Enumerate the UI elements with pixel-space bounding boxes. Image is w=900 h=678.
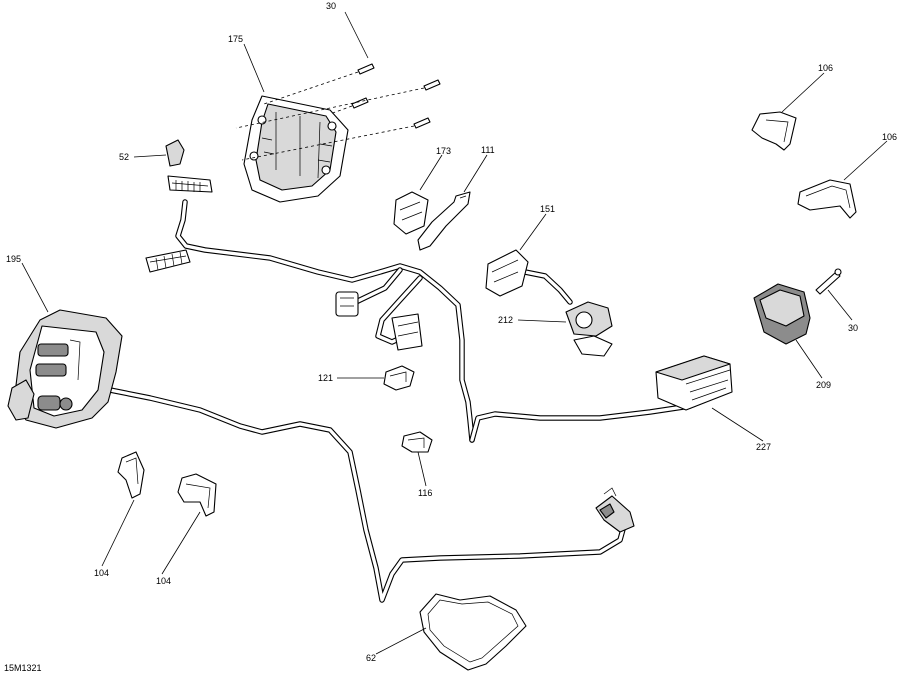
- harness-end-connector: [595, 487, 635, 533]
- callout-173: 173: [436, 146, 451, 156]
- guard-106-upper: [751, 111, 797, 151]
- callout-195: 195: [6, 254, 21, 264]
- switch-housing-195: [7, 309, 123, 429]
- callout-62: 62: [366, 653, 376, 663]
- pin-30: [815, 268, 842, 295]
- main-wiring-harness: [107, 199, 708, 603]
- tie-strap-111: [417, 191, 471, 251]
- socket-212: [565, 301, 613, 357]
- callout-106-lower: 106: [882, 132, 897, 142]
- callout-151: 151: [540, 204, 555, 214]
- gasket-62: [419, 593, 527, 671]
- callout-106-upper: 106: [818, 63, 833, 73]
- callout-212: 212: [498, 315, 513, 325]
- guard-104-right: [177, 473, 217, 517]
- callout-227: 227: [756, 442, 771, 452]
- callout-116: 116: [418, 488, 432, 498]
- callout-30-right: 30: [848, 323, 858, 333]
- callout-121: 121: [318, 373, 333, 383]
- guard-104-left: [117, 451, 145, 499]
- callout-175: 175: [228, 34, 243, 44]
- screws-30: [235, 63, 441, 161]
- block-209: [753, 283, 811, 345]
- module-227: [655, 355, 733, 411]
- harness-connector-plug: [391, 313, 423, 351]
- callout-111: 111: [481, 145, 495, 155]
- callout-30-top: 30: [326, 1, 336, 11]
- leader-lines: [21, 11, 888, 655]
- callout-104-right: 104: [156, 576, 171, 586]
- connector-173: [393, 191, 429, 235]
- harness-connector-lower: [145, 249, 191, 273]
- guard-106-lower: [797, 179, 857, 219]
- callout-209: 209: [816, 380, 831, 390]
- clamp-116: [401, 431, 433, 453]
- harness-connector-upper: [167, 175, 213, 193]
- clip-52: [165, 139, 185, 167]
- harness-connector-mid: [335, 291, 359, 317]
- clamp-121: [383, 365, 415, 391]
- callout-52: 52: [119, 152, 129, 162]
- drawing-id: 15M1321: [4, 663, 42, 673]
- callout-104-left: 104: [94, 568, 109, 578]
- connector-151: [485, 249, 529, 297]
